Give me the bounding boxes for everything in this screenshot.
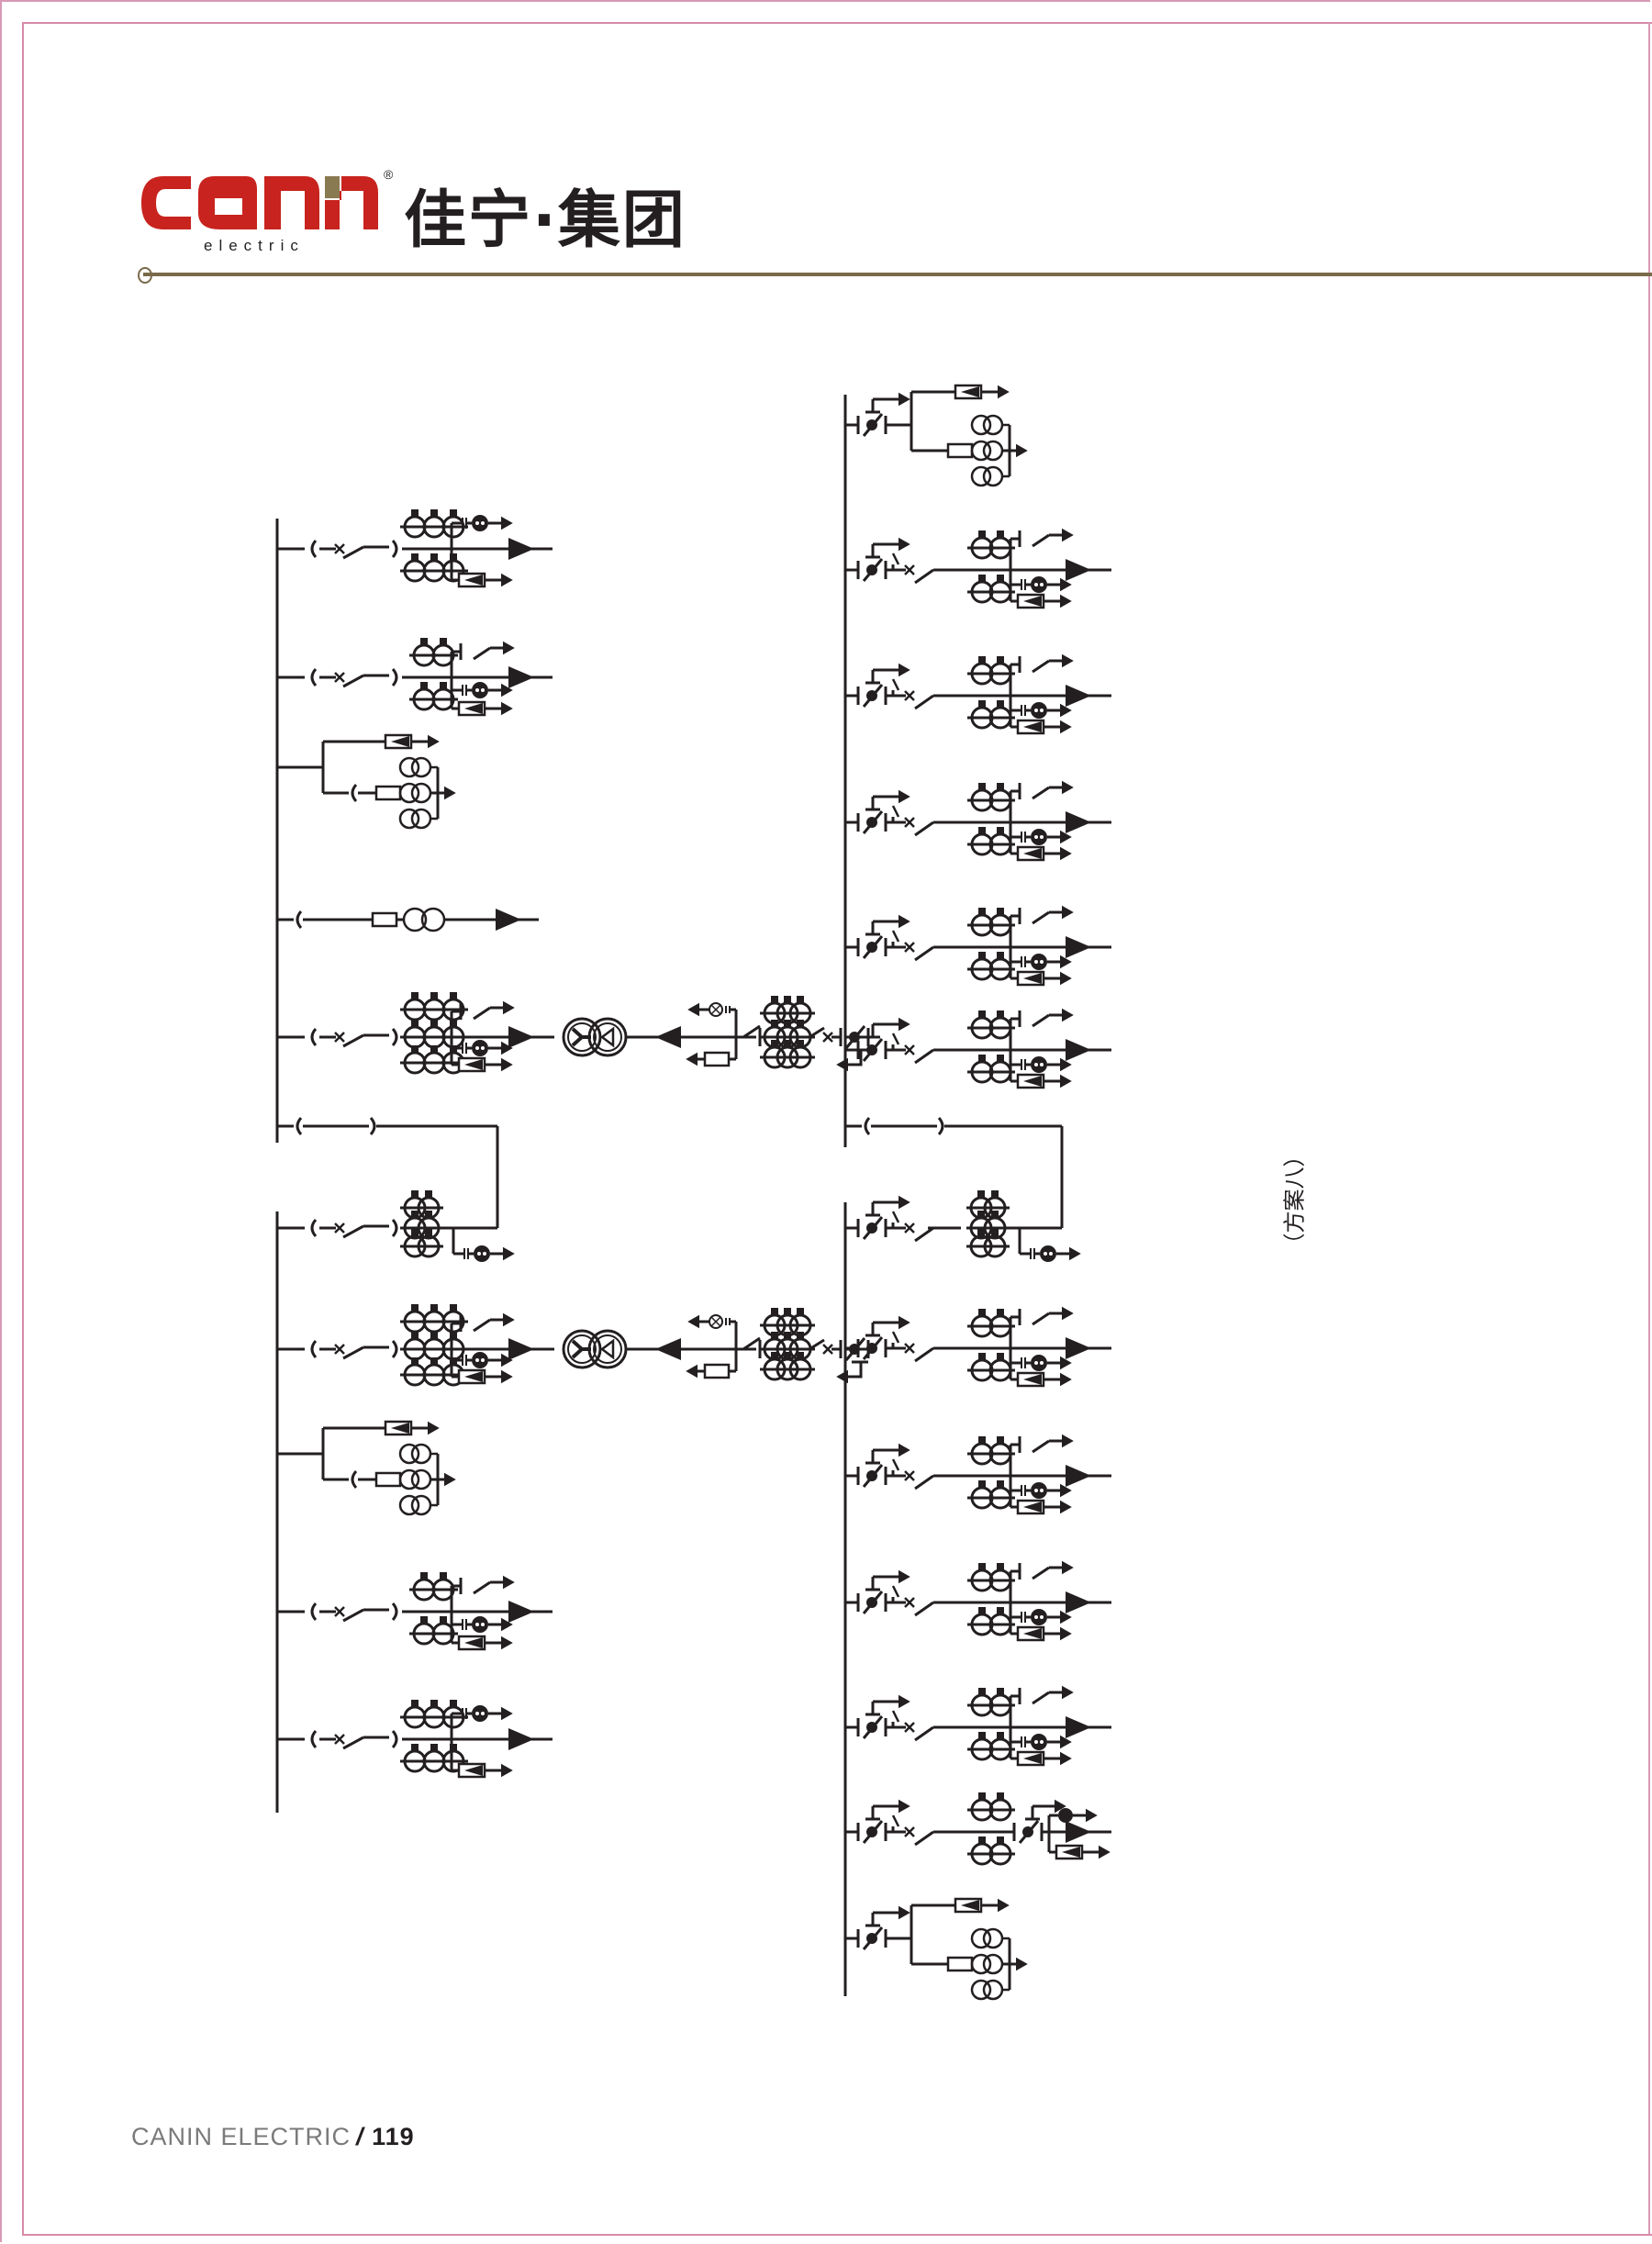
feeder-left-upper-5-incoming-transformer [277,992,870,1075]
feeder-right-lower-6-handcart-double [845,1792,1111,1866]
registered-mark: ® [384,167,394,182]
feeder-right-upper-4-handcart-ct [845,780,1111,862]
page-number: 119 [372,2123,415,2150]
feeder-right-upper-7-bus-tie-link [845,1117,1062,1135]
footer-company: CANIN ELECTRIC [131,2123,352,2150]
feeder-left-lower-1-bus-tie-riser [277,1126,515,1262]
feeder-right-lower-5-handcart-ct [845,1685,1111,1767]
feeder-left-lower-5-ct-lightning [277,1700,553,1779]
feeder-right-upper-6-handcart-incoming [845,1008,1111,1089]
feeder-left-lower-2-incoming-transformer [277,1304,870,1387]
feeder-right-lower-2-handcart-incoming [845,1306,1111,1388]
feeder-right-upper-2-handcart-ct [845,528,1111,609]
scheme-caption: （方案八） [1281,1144,1308,1256]
brand-chinese-name: 佳宁·集团 [404,184,686,257]
page-frame-inner [22,22,1652,2236]
feeder-left-upper-6-bus-tie-link [277,1117,497,1135]
feeder-left-lower-3-pt-fuse [277,1420,456,1516]
feeder-right-lower-1-handcart-riser [845,1126,1081,1262]
feeder-right-lower-4-handcart-ct [845,1560,1111,1642]
feeder-right-upper-5-handcart-ct [845,905,1111,987]
canin-logo-mark-icon [141,176,378,229]
feeder-left-upper-1-ct-lightning [277,509,553,588]
feeder-left-upper-4-station-transformer [277,907,539,932]
feeder-right-lower-3-handcart-ct [845,1434,1111,1515]
page-frame-right [1648,22,1650,2234]
feeder-left-upper-2-ct-earth [277,638,553,717]
header-rule [143,273,1652,276]
footer-separator: / [356,2123,364,2150]
feeder-right-upper-1-pt-handcart [845,384,1028,487]
page-footer: CANIN ELECTRIC/ 119 [131,2123,415,2151]
feeder-right-upper-3-handcart-ct [845,653,1111,735]
brand-subtitle: electric [204,237,305,254]
feeder-right-lower-7-pt-handcart [845,1897,1028,2001]
feeder-left-upper-3-pt-fuse [277,733,456,830]
feeder-left-lower-4-ct-earth [277,1572,553,1651]
